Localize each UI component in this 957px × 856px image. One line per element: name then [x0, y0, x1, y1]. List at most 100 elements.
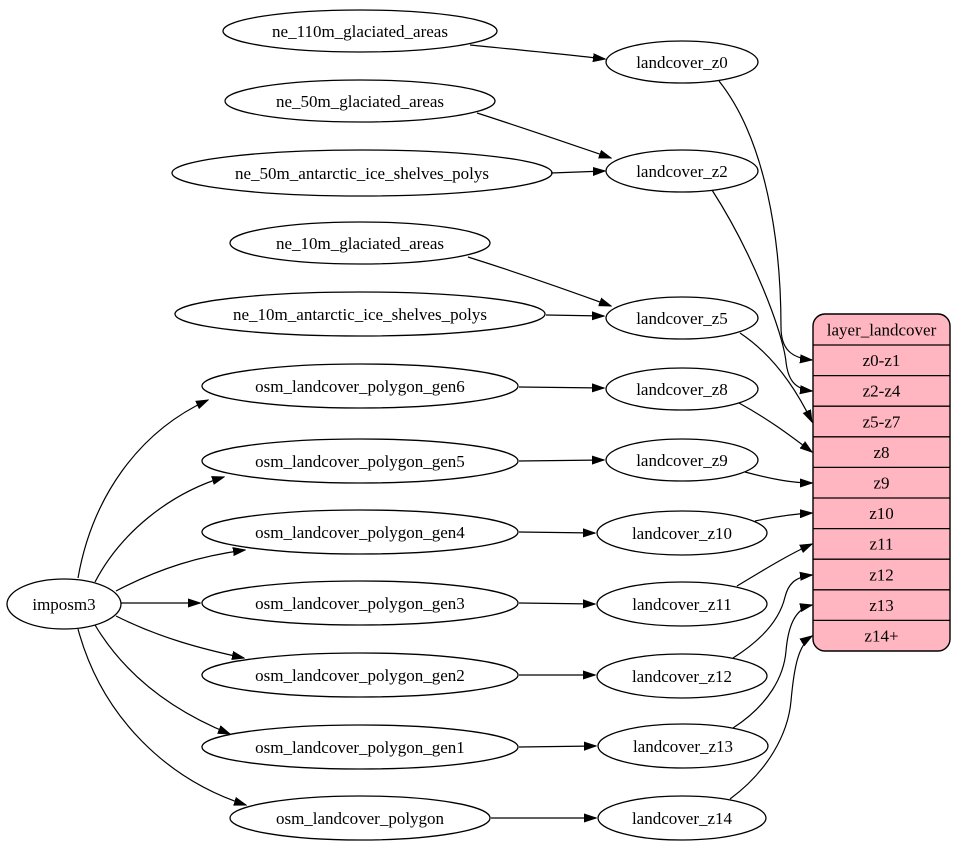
- node-ne_10m_glaciated_areas: ne_10m_glaciated_areas: [229, 221, 491, 265]
- osm_landcover_polygon_gen4-label: osm_landcover_polygon_gen4: [255, 523, 465, 542]
- landcover_z12-ellipse: [596, 653, 768, 699]
- node-landcover_z2: landcover_z2: [605, 149, 759, 193]
- table-row-z14+: z14+: [864, 626, 898, 645]
- table-row-z5-z7: z5-z7: [863, 412, 901, 431]
- landcover_z8-label: landcover_z8: [636, 380, 728, 399]
- osm_landcover_polygon-label: osm_landcover_polygon: [276, 809, 445, 828]
- edge-landcover_z14-to-layer_landcover.z14+: [729, 636, 812, 800]
- node-landcover_z10: landcover_z10: [596, 510, 768, 556]
- node-landcover_z13: landcover_z13: [597, 723, 769, 769]
- osm_landcover_polygon_gen5-ellipse: [201, 438, 519, 484]
- osm_landcover_polygon_gen1-label: osm_landcover_polygon_gen1: [255, 738, 465, 757]
- node-osm_landcover_polygon_gen5: osm_landcover_polygon_gen5: [201, 438, 519, 484]
- node-imposm3: imposm3: [6, 578, 122, 630]
- node-osm_landcover_polygon_gen2: osm_landcover_polygon_gen2: [201, 652, 519, 698]
- edge-imposm3-to-osm_landcover_polygon_gen4: [115, 550, 245, 592]
- imposm3-ellipse: [6, 578, 122, 630]
- table-layer_landcover: layer_landcoverz0-z1z2-z4z5-z7z8z9z10z11…: [812, 313, 951, 652]
- node-landcover_z14: landcover_z14: [597, 795, 767, 841]
- landcover_z12-label: landcover_z12: [632, 667, 732, 686]
- ne_50m_glaciated_areas-ellipse: [224, 79, 496, 123]
- osm_landcover_polygon_gen3-label: osm_landcover_polygon_gen3: [255, 594, 465, 613]
- osm_landcover_polygon_gen6-label: osm_landcover_polygon_gen6: [255, 377, 465, 396]
- ne_110m_glaciated_areas-label: ne_110m_glaciated_areas: [272, 22, 448, 41]
- table-row-z11: z11: [870, 535, 894, 554]
- edge-imposm3-to-osm_landcover_polygon_gen5: [94, 477, 224, 583]
- landcover_z11-label: landcover_z11: [632, 595, 731, 614]
- edge-ne_10m_antarctic_ice_shelves_polys-to-landcover_z5: [545, 315, 604, 316]
- landcover_z5-label: landcover_z5: [636, 309, 728, 328]
- edge-landcover_z5-to-layer_landcover.z5-z7: [739, 332, 812, 422]
- osm_landcover_polygon_gen1-ellipse: [201, 724, 519, 770]
- node-landcover_z5: landcover_z5: [605, 296, 759, 340]
- landcover_z14-ellipse: [597, 795, 767, 841]
- osm_landcover_polygon-ellipse: [229, 795, 491, 841]
- ne_10m_glaciated_areas-label: ne_10m_glaciated_areas: [276, 234, 444, 253]
- landcover_z2-label: landcover_z2: [636, 162, 728, 181]
- node-landcover_z12: landcover_z12: [596, 653, 768, 699]
- edge-landcover_z11-to-layer_landcover.z11: [736, 544, 812, 587]
- osm_landcover_polygon_gen3-ellipse: [201, 580, 519, 626]
- landcover_z9-ellipse: [605, 438, 759, 482]
- landcover_z11-ellipse: [596, 581, 768, 627]
- table-row-z10: z10: [869, 504, 894, 523]
- table-row-z12: z12: [869, 565, 894, 584]
- node-osm_landcover_polygon: osm_landcover_polygon: [229, 795, 491, 841]
- ne_110m_glaciated_areas-ellipse: [222, 9, 498, 53]
- landcover_z10-ellipse: [596, 510, 768, 556]
- table-row-z2-z4: z2-z4: [863, 382, 901, 401]
- edge-ne_50m_antarctic_ice_shelves_polys-to-landcover_z2: [550, 171, 605, 173]
- node-ne_50m_glaciated_areas: ne_50m_glaciated_areas: [224, 79, 496, 123]
- node-ne_110m_glaciated_areas: ne_110m_glaciated_areas: [222, 9, 498, 53]
- edge-osm_landcover_polygon_gen6-to-landcover_z8: [518, 387, 604, 388]
- edge-osm_landcover_polygon_gen4-to-landcover_z10: [518, 532, 595, 533]
- edge-landcover_z9-to-layer_landcover.z9: [744, 471, 812, 483]
- osm_landcover_polygon_gen2-ellipse: [201, 652, 519, 698]
- node-osm_landcover_polygon_gen6: osm_landcover_polygon_gen6: [201, 363, 519, 409]
- landcover_z14-label: landcover_z14: [632, 809, 733, 828]
- node-ne_10m_antarctic_ice_shelves_polys: ne_10m_antarctic_ice_shelves_polys: [174, 291, 546, 337]
- landcover_z8-ellipse: [605, 367, 759, 411]
- edge-ne_50m_glaciated_areas-to-landcover_z2: [476, 112, 611, 159]
- table-title: layer_landcover: [827, 320, 937, 339]
- edge-landcover_z12-to-layer_landcover.z12: [732, 575, 812, 659]
- landcover_z0-label: landcover_z0: [636, 53, 728, 72]
- edge-osm_landcover_polygon_gen3-to-landcover_z11: [518, 603, 595, 604]
- edge-landcover_z2-to-layer_landcover.z2-z4: [711, 189, 812, 391]
- edge-imposm3-to-osm_landcover_polygon_gen2: [115, 615, 244, 658]
- osm_landcover_polygon_gen6-ellipse: [201, 363, 519, 409]
- edge-landcover_z0-to-layer_landcover.z0-z1: [718, 80, 812, 360]
- landcover_z13-label: landcover_z13: [633, 737, 733, 756]
- ne_50m_glaciated_areas-label: ne_50m_glaciated_areas: [276, 92, 444, 111]
- edge-landcover_z10-to-layer_landcover.z10: [754, 513, 812, 522]
- node-landcover_z0: landcover_z0: [605, 40, 759, 84]
- landcover_z13-ellipse: [597, 723, 769, 769]
- table-row-z0-z1: z0-z1: [863, 351, 901, 370]
- edge-imposm3-to-osm_landcover_polygon_gen6: [77, 400, 208, 579]
- edge-osm_landcover_polygon_gen5-to-landcover_z9: [518, 460, 604, 461]
- edge-osm_landcover_polygon_gen1-to-landcover_z13: [518, 746, 596, 747]
- ne_50m_antarctic_ice_shelves_polys-label: ne_50m_antarctic_ice_shelves_polys: [235, 164, 489, 183]
- edge-landcover_z13-to-layer_landcover.z13: [732, 605, 812, 729]
- osm_landcover_polygon_gen5-label: osm_landcover_polygon_gen5: [255, 452, 465, 471]
- node-osm_landcover_polygon_gen3: osm_landcover_polygon_gen3: [201, 580, 519, 626]
- node-osm_landcover_polygon_gen4: osm_landcover_polygon_gen4: [201, 509, 519, 555]
- table-row-z8: z8: [873, 443, 889, 462]
- node-osm_landcover_polygon_gen1: osm_landcover_polygon_gen1: [201, 724, 519, 770]
- ne_10m_antarctic_ice_shelves_polys-ellipse: [174, 291, 546, 337]
- edge-ne_110m_glaciated_areas-to-landcover_z0: [469, 44, 605, 59]
- edge-ne_10m_glaciated_areas-to-landcover_z5: [467, 256, 611, 307]
- ne_10m_antarctic_ice_shelves_polys-label: ne_10m_antarctic_ice_shelves_polys: [233, 305, 487, 324]
- node-landcover_z9: landcover_z9: [605, 438, 759, 482]
- edge-landcover_z8-to-layer_landcover.z8: [738, 402, 812, 452]
- landcover_z9-label: landcover_z9: [636, 451, 728, 470]
- landcover_z10-label: landcover_z10: [632, 524, 732, 543]
- node-landcover_z8: landcover_z8: [605, 367, 759, 411]
- edge-imposm3-to-osm_landcover_polygon: [77, 628, 246, 805]
- osm_landcover_polygon_gen2-label: osm_landcover_polygon_gen2: [255, 666, 465, 685]
- edge-imposm3-to-osm_landcover_polygon_gen1: [94, 624, 230, 734]
- imposm3-label: imposm3: [32, 595, 95, 614]
- ne_10m_glaciated_areas-ellipse: [229, 221, 491, 265]
